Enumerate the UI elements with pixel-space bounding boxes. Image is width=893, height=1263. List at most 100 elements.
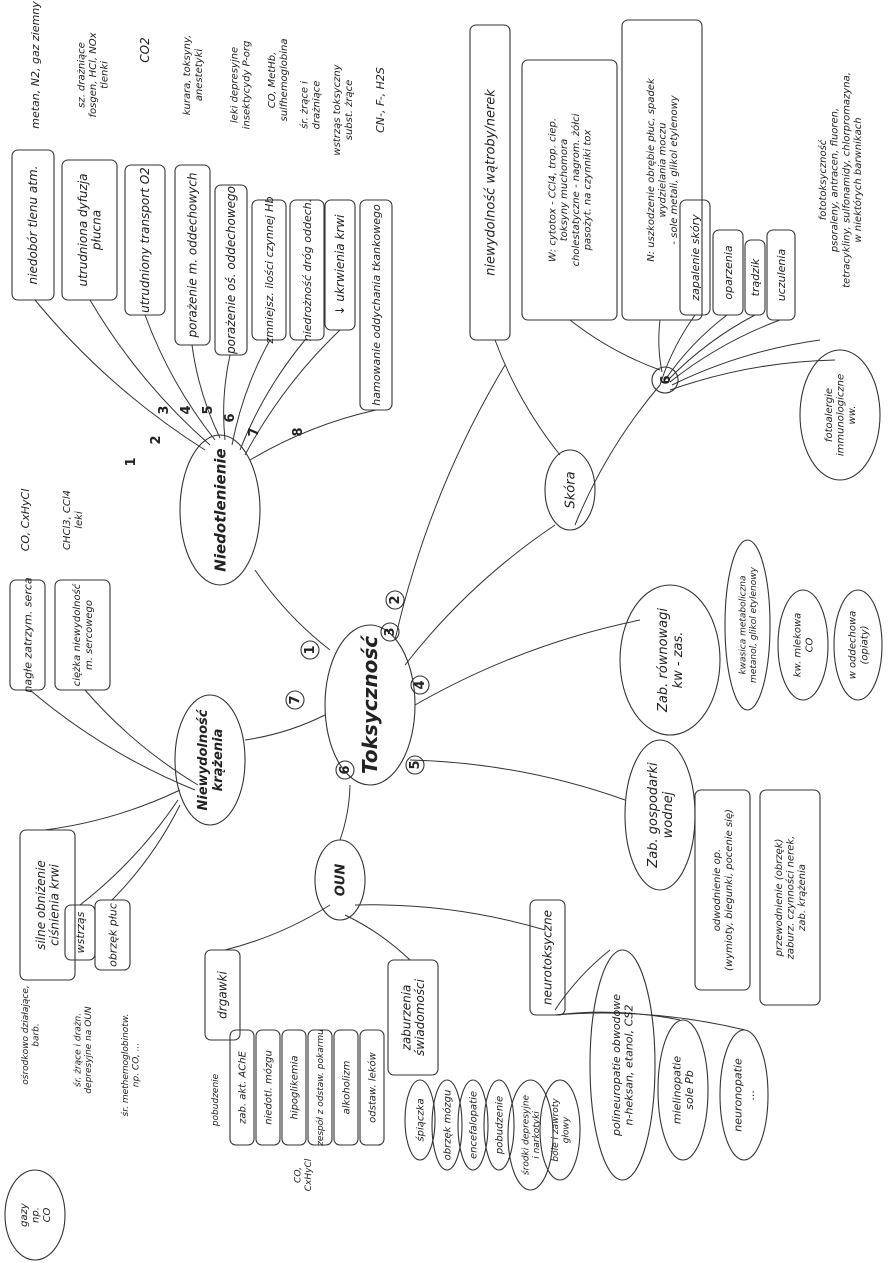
- node-s2: oparzenia: [712, 229, 744, 316]
- node-box: [307, 1029, 333, 1146]
- node-text: obrzęk mózgu: [442, 1090, 454, 1161]
- node-b1: niedobór tlenu atm.: [11, 149, 55, 301]
- node-line: kw - zas.: [671, 632, 686, 689]
- node-line: Niedotlenienie: [211, 448, 229, 571]
- node-text: Zab. gospodarkiwodnej: [646, 762, 676, 869]
- node-d2: niedotl. mózgu: [255, 1029, 281, 1146]
- connector-line: [144, 314, 216, 441]
- node-text: zaburzeniaświadomości: [399, 978, 427, 1056]
- node-line: leki depresyjne: [230, 47, 241, 123]
- node-line: zapalenie skóry: [689, 214, 702, 302]
- node-line: depresyjne na OUN: [84, 1006, 94, 1094]
- node-box: [229, 1029, 255, 1146]
- branch-number: 5: [408, 760, 423, 769]
- node-neuro: neurotoksyczne: [529, 899, 566, 1016]
- node-line: anestetyki: [194, 49, 205, 102]
- node-line: fototoksyczność: [817, 139, 829, 220]
- node-ellipse: [179, 434, 261, 586]
- node-text: bóle i zawrotygłowy: [550, 1098, 571, 1162]
- node-ellipse: [719, 1029, 769, 1161]
- node-b3n: CO2: [138, 37, 152, 62]
- node-text: porażenie oś. oddechowego: [224, 186, 238, 355]
- connector-line: [574, 384, 661, 526]
- node-b2n: sz. drażniącefosgen, HCl, NOxtlenki: [77, 32, 111, 117]
- node-line: utrudniony transport O2: [138, 167, 152, 313]
- node-ellipse: [4, 1169, 66, 1261]
- node-d4: zespół z odstaw. pokarmu: [307, 1029, 333, 1147]
- node-line: porażenie m. oddechowych: [186, 172, 200, 338]
- branch-number: 1: [303, 645, 318, 654]
- node-text: Niewydolnośćkrążenia: [196, 708, 226, 810]
- node-box: [529, 899, 566, 1016]
- branch-number-circle: [285, 690, 305, 710]
- node-dn2: CO,CxHyCl: [294, 1158, 314, 1191]
- node-line: leki: [74, 511, 85, 529]
- node-line: obrzęk płuc: [106, 903, 119, 967]
- node-line: niewydolność wątroby/nerek: [484, 89, 499, 276]
- node-cn3: śr. methemoglobinotw.np. CO, ...: [120, 1014, 141, 1117]
- arrow-number: 4: [179, 405, 194, 414]
- node-line: kw. mlekowa: [793, 613, 804, 678]
- node-box: [11, 149, 55, 301]
- node-line: ciśnienia krwi: [48, 864, 62, 946]
- node-k2: kw. mlekowaCO: [777, 589, 829, 701]
- node-line: zab. akt. AChE: [238, 1050, 249, 1124]
- node-nerkiN: N: uszkodzenie obrębie płuc, spadekwydzi…: [621, 19, 703, 321]
- connector-line: [659, 314, 696, 386]
- node-line: ciężka niewydolność: [71, 583, 83, 686]
- node-text: hamowanie oddychania tkankowego: [370, 204, 383, 406]
- node-z2: obrzęk mózgu: [431, 1079, 463, 1171]
- node-text: nagłe zatrzym. serca: [21, 577, 34, 693]
- node-text: CO2: [138, 37, 152, 62]
- branch-number: 2: [388, 595, 403, 604]
- node-ellipse: [404, 1079, 436, 1161]
- node-text: CO, MetHb,sulfhemoglobina: [267, 38, 290, 121]
- node-text: drgawki: [216, 971, 230, 1019]
- node-line: N: uszkodzenie obrębie płuc, spadek: [646, 77, 657, 262]
- node-woda: Zab. gospodarkiwodnej: [624, 739, 696, 891]
- connector-line: [414, 619, 641, 706]
- node-text: Niedotlenienie: [211, 448, 229, 571]
- node-line: (opiaty): [859, 625, 870, 664]
- node-line: sulfhemoglobina: [279, 38, 290, 121]
- node-swiad: zaburzeniaświadomości: [387, 959, 439, 1076]
- node-box: [694, 789, 751, 991]
- connector-line: [494, 339, 561, 456]
- node-line: wodnej: [661, 791, 676, 838]
- node-box: [54, 579, 111, 691]
- node-k1: kwasica metabolicznametanol, glikol etyl…: [724, 539, 771, 711]
- node-line: drażniące: [311, 81, 322, 130]
- branch-number-circle: [405, 755, 425, 775]
- node-line: n-heksan, etanol, CS2: [623, 1005, 636, 1126]
- node-line: Zab. równowagi: [656, 608, 671, 713]
- node-box: [744, 239, 766, 316]
- node-text: gazynp.CO: [19, 1202, 53, 1227]
- node-n1: polineuropatie obwodowen-heksan, etanol,…: [589, 949, 656, 1181]
- node-line: encefalopatie: [469, 1091, 480, 1159]
- node-line: w oddechowa: [848, 611, 859, 680]
- node-text: ↓ ukrwienia krwi: [333, 214, 347, 316]
- node-line: subst. żrące: [344, 80, 355, 141]
- node-cn1: ośrodkowo działające,barb.: [20, 985, 41, 1084]
- connector-line: [79, 799, 179, 906]
- node-b8n: wstrząs toksycznysubst. żrące: [332, 63, 355, 155]
- connector-line: [409, 759, 626, 801]
- connector-line: [669, 359, 836, 391]
- connector-line: [404, 524, 556, 666]
- node-text: trądzik: [749, 258, 762, 296]
- arrow-number: 1: [124, 457, 139, 466]
- node-line: zmniejsz. ilości czynnej Hb: [263, 197, 276, 345]
- node-line: wstrząs toksyczny: [332, 63, 343, 155]
- node-line: śr. methemoglobinotw.: [120, 1014, 131, 1117]
- node-line: ↓ ukrwienia krwi: [333, 214, 347, 316]
- node-d5: alkoholizm: [333, 1029, 359, 1146]
- node-box: [94, 899, 131, 971]
- node-line: zaburz. czynności nerek,: [785, 836, 797, 961]
- node-text: ciężka niewydolnośćm. sercowego: [71, 583, 95, 686]
- node-skora: Skóra: [544, 449, 596, 531]
- node-box: [174, 164, 211, 346]
- branch-number-circle: [335, 760, 355, 780]
- node-line: CO: [804, 637, 815, 652]
- node-b3: utrudniony transport O2: [124, 164, 166, 316]
